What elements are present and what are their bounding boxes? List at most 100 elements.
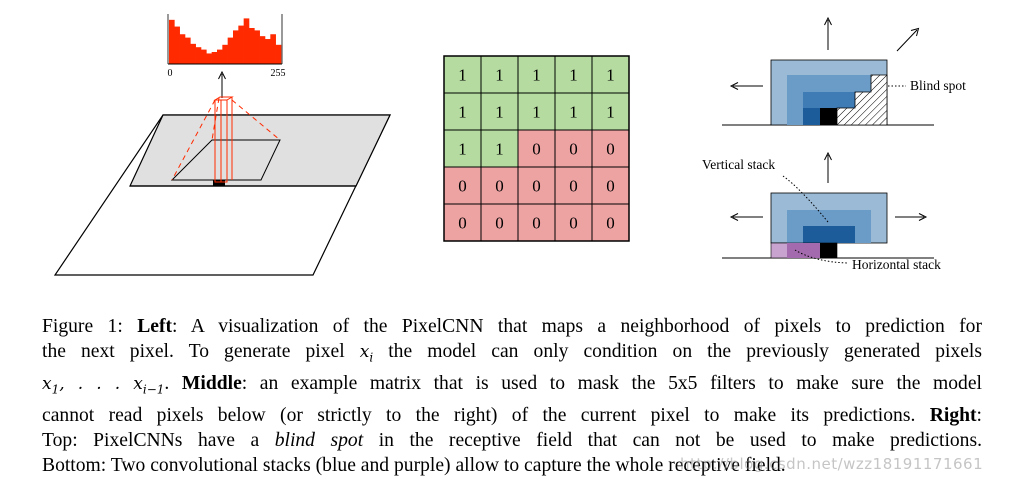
mask-cell (517, 203, 556, 242)
histogram-bar (169, 19, 175, 64)
caption-line-2: the next pixel. To generate pixel xi the… (42, 339, 982, 371)
top-left-arrow-icon (729, 82, 763, 90)
caption-text: in the receptive field that can not be u… (363, 429, 983, 451)
vertical-stack-layer-3 (803, 226, 855, 243)
histogram-bar (201, 49, 207, 64)
math-subscript: i−1 (142, 382, 165, 397)
mask-cell-value: 0 (495, 214, 504, 233)
mask-cell-value: 0 (606, 214, 615, 233)
blind-spot-italic: blind spot (274, 429, 364, 451)
current-pixel (213, 180, 225, 186)
math-x-range: x1, . . . xi−1 (42, 373, 165, 397)
mask-cell (517, 55, 556, 94)
histogram-bar (206, 53, 212, 64)
histogram-bar (238, 25, 244, 65)
histogram-bar (179, 34, 186, 64)
horizontal-stack-label: Horizontal stack (852, 257, 941, 272)
mask-cell (554, 166, 593, 205)
mask-cell-value: 0 (458, 214, 467, 233)
vertical-stack-leader (782, 175, 829, 223)
mask-cell-value: 1 (495, 140, 504, 159)
math-var: x (359, 342, 370, 363)
histogram-bar (243, 18, 250, 64)
math-var: x (42, 373, 52, 394)
caption-text: : an example matrix that is used to mask… (241, 372, 982, 394)
red-column (213, 96, 234, 183)
caption-line-5: Top: PixelCNNs have a blind spot in the … (42, 428, 982, 453)
horizontal-stack-leader (794, 249, 849, 264)
bottom-diagram: Vertical stack Horizontal stack (702, 151, 941, 272)
math-subscript: i (369, 350, 374, 365)
mask-cell-value: 0 (569, 177, 578, 196)
caption-text: the model can only condition on the prev… (373, 341, 982, 363)
mask-cell (554, 55, 593, 94)
mask-cell (591, 166, 630, 205)
histogram-bar (195, 47, 202, 64)
mask-cell-value: 0 (606, 140, 615, 159)
histogram-bar (249, 28, 255, 64)
watermark: http://blog.csdn.net/wzz18191171661 (680, 455, 984, 473)
caption-text: . (164, 372, 182, 394)
right-label: Right (929, 404, 977, 426)
mask-cell-value: 0 (458, 177, 467, 196)
right-panel: Blind spot Vertical stack (702, 16, 966, 272)
mask-cell (443, 203, 482, 242)
mask-cell (554, 203, 593, 242)
horizontal-stack-inner (787, 243, 820, 258)
histogram-max-label: 255 (271, 68, 286, 79)
histogram-bar (174, 26, 180, 65)
mask-cell-value: 1 (532, 103, 541, 122)
mask-cell-value: 1 (495, 103, 504, 122)
top-diagram: Blind spot (722, 16, 966, 126)
mask-cell (517, 166, 556, 205)
histogram-bar (270, 34, 276, 64)
top-current-pixel (820, 108, 837, 125)
caption-line-6: Bottom: Two convolutional stacks (blue a… (42, 455, 786, 477)
caption-text: cannot read pixels below (or strictly to… (42, 404, 930, 426)
top-up-arrow-icon (824, 16, 832, 50)
mask-cell-value: 1 (606, 103, 615, 122)
left-panel: 0 255 (53, 14, 391, 276)
caption-line-4: cannot read pixels below (or strictly to… (42, 403, 982, 428)
bottom-left-arrow-icon (729, 213, 763, 221)
bottom-current-pixel (820, 243, 837, 258)
mask-cell-value: 1 (495, 66, 504, 85)
vertical-stack-label: Vertical stack (702, 157, 775, 172)
left-label: Left (137, 316, 173, 337)
context-region (129, 114, 391, 187)
histogram-bar (185, 37, 191, 64)
mask-cell (443, 129, 482, 168)
histogram-bar (254, 30, 260, 64)
mask-cell (517, 92, 556, 131)
mask-cell-value: 0 (495, 177, 504, 196)
histogram-bar (217, 49, 223, 64)
blind-spot-hatch (836, 74, 888, 126)
histogram-bar (222, 44, 228, 64)
histogram-bar (227, 37, 234, 64)
mask-cell-value: 1 (532, 66, 541, 85)
mask-cell-value: 1 (458, 140, 467, 159)
bottom-right-arrow-icon (895, 213, 928, 221)
mask-border (443, 55, 630, 242)
caption-text: the next pixel. To generate pixel (42, 341, 360, 363)
mask-cell-value: 0 (606, 177, 615, 196)
mask-cell (480, 129, 519, 168)
mask-cell-value: 0 (569, 214, 578, 233)
mask-cell-value: 0 (532, 140, 541, 159)
receptive-field (170, 139, 281, 181)
bottom-up-arrow-icon (824, 151, 832, 183)
histogram-bar (211, 52, 218, 64)
histogram-bar (265, 39, 271, 64)
histogram-bar (190, 43, 196, 64)
caption-text: Top: PixelCNNs have a (42, 429, 275, 451)
histogram-bar (233, 30, 239, 64)
caption-line-3: x1, . . . xi−1. Middle: an example matri… (42, 371, 982, 403)
mask-cell-value: 1 (458, 66, 467, 85)
histogram-bar (275, 44, 282, 64)
mask-cell-value: 1 (458, 103, 467, 122)
red-dashed-projection (171, 97, 281, 181)
figure-caption: Figure 1: Left: A visualization of the P… (42, 314, 982, 479)
middle-label: Middle (181, 372, 242, 394)
